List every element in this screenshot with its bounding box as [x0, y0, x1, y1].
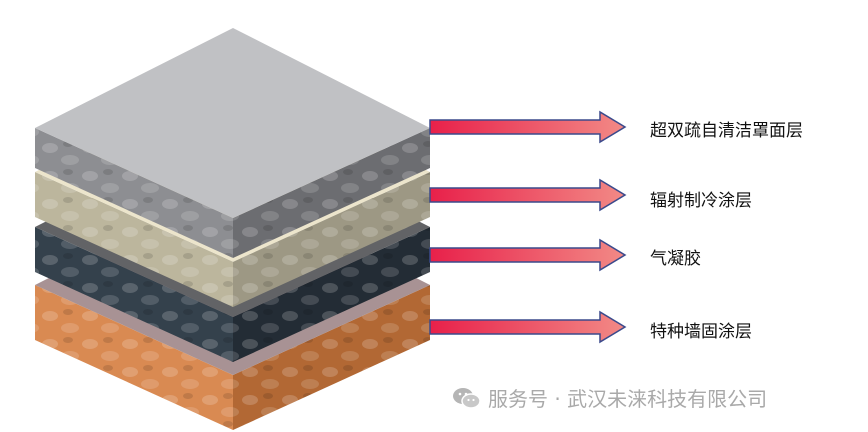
arrow-topcoat	[429, 110, 627, 144]
layer-left-texture	[35, 285, 233, 430]
layer-label-radiative-cooling: 辐射制冷涂层	[650, 191, 752, 211]
wechat-icon	[453, 387, 481, 409]
layer-right-texture	[233, 128, 430, 258]
layer-label-primer: 特种墙固涂层	[650, 322, 752, 342]
watermark-text: 服务号 · 武汉未涞科技有限公司	[488, 387, 768, 411]
layer-left-texture	[35, 128, 233, 258]
layer-topcoat	[35, 28, 430, 258]
arrow-aerogel	[429, 238, 627, 272]
layer-right-texture	[233, 285, 430, 430]
layer-top-face	[35, 28, 430, 218]
layer-radiative-cooling	[35, 72, 430, 307]
arrow-primer	[429, 310, 627, 344]
layer-left-texture	[35, 172, 233, 307]
layer-right-texture	[233, 227, 430, 362]
layer-right-texture	[233, 172, 430, 307]
layer-left-texture	[35, 227, 233, 362]
layer-label-topcoat: 超双疏自清洁罩面层	[650, 121, 803, 141]
watermark: 服务号 · 武汉未涞科技有限公司	[452, 383, 767, 412]
arrow-radiative-cooling	[429, 178, 627, 212]
layer-label-aerogel: 气凝胶	[650, 249, 701, 269]
